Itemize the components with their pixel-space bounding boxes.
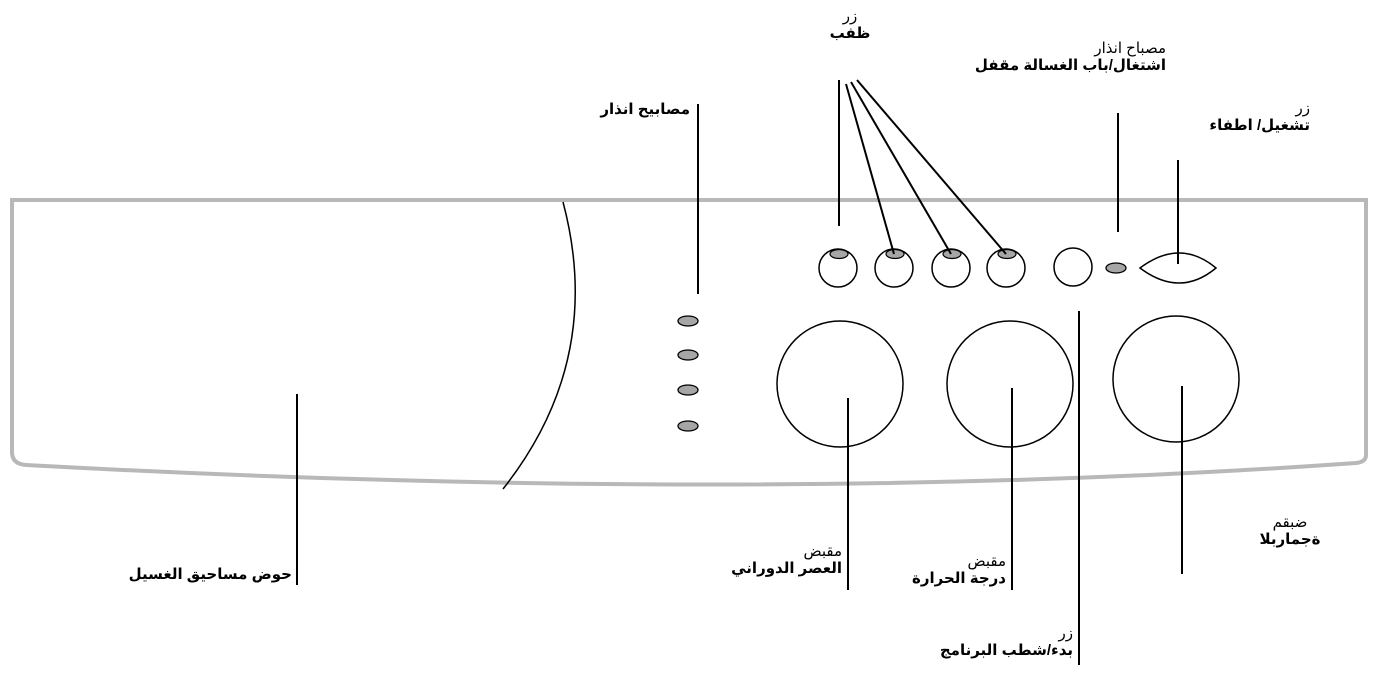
- label-warning-lamps-big: مصابيح انذار: [600, 101, 690, 118]
- function-button-3[interactable]: [931, 248, 971, 288]
- label-program-knob-big: ةجماربلا: [1259, 531, 1321, 549]
- warning-lamp-4: [677, 420, 699, 432]
- label-function-buttons: زر ظفب: [810, 8, 890, 43]
- label-detergent-drawer-big: حوض مساحيق الغسيل: [128, 566, 292, 583]
- spin-knob[interactable]: [776, 320, 904, 448]
- label-spin-knob: مقبض العصر الدوراني: [660, 543, 842, 578]
- label-spin-knob-small: مقبض: [803, 543, 842, 560]
- label-function-buttons-big: ظفب: [829, 25, 871, 43]
- label-door-lock-lamp-small: مصباح انذار: [1094, 40, 1166, 57]
- leader-function-button-3: [850, 81, 952, 255]
- warning-lamp-1: [677, 315, 699, 327]
- label-temperature-knob-big: درجة الحرارة: [912, 570, 1006, 588]
- label-program-knob: ضبقم ةجماربلا: [1240, 514, 1340, 549]
- label-power-button-big: تشغيل/ اطفاء: [1209, 117, 1310, 135]
- function-button-1[interactable]: [818, 248, 858, 288]
- detergent-drawer-edge: [502, 201, 576, 490]
- start-cancel-button[interactable]: [1053, 247, 1093, 287]
- label-spin-knob-big: العصر الدوراني: [731, 560, 842, 578]
- label-start-button-big: بدء/شطب البرنامج: [939, 642, 1073, 660]
- label-program-knob-small: ضبقم: [1272, 514, 1308, 531]
- temperature-knob[interactable]: [946, 320, 1074, 448]
- label-temperature-knob: مقبض درجة الحرارة: [850, 553, 1006, 588]
- panel-outline: [10, 198, 1368, 487]
- label-warning-lamps: مصابيح انذار: [540, 101, 690, 118]
- power-button[interactable]: [1138, 252, 1218, 284]
- warning-lamp-3: [677, 384, 699, 396]
- leader-lines: [296, 79, 1183, 665]
- label-temperature-knob-small: مقبض: [967, 553, 1006, 570]
- function-button-2[interactable]: [874, 248, 914, 288]
- label-power-button-small: زر: [1295, 100, 1311, 117]
- warning-lamp-2: [677, 349, 699, 361]
- program-knob[interactable]: [1112, 315, 1240, 443]
- label-door-lock-lamp-big: اشتغال/باب الغسالة مقفل: [974, 57, 1166, 75]
- label-detergent-drawer: حوض مساحيق الغسيل: [40, 566, 292, 583]
- label-function-buttons-small: زر: [842, 8, 858, 25]
- leader-function-button-2: [845, 83, 895, 255]
- label-start-button: زر بدء/شطب البرنامج: [880, 625, 1073, 660]
- leader-function-button-4: [856, 79, 1007, 255]
- label-start-button-small: زر: [1058, 625, 1074, 642]
- function-button-4[interactable]: [986, 248, 1026, 288]
- door-lock-lamp: [1105, 262, 1127, 274]
- label-power-button: زر تشغيل/ اطفاء: [1168, 100, 1310, 135]
- label-door-lock-lamp: مصباح انذار اشتغال/باب الغسالة مقفل: [938, 40, 1166, 75]
